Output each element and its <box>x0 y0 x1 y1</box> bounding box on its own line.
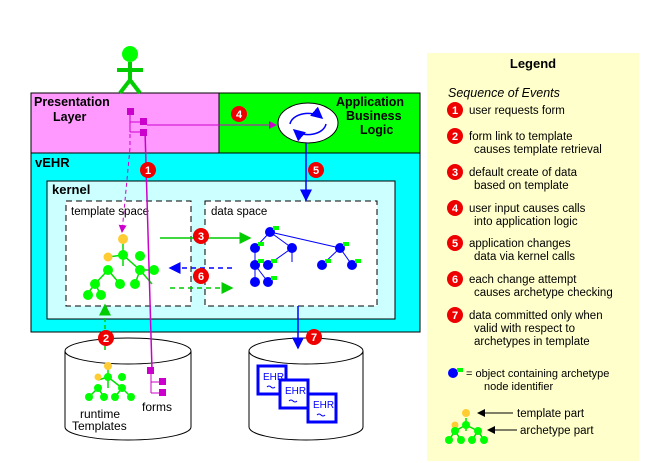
data-node <box>250 277 260 287</box>
legend-tree-icon <box>445 409 488 444</box>
step-number: 1 <box>452 105 458 117</box>
step-number: 4 <box>236 109 243 121</box>
kernel-label: kernel <box>52 182 90 197</box>
data-node <box>335 243 345 253</box>
legend-template-part: template part <box>517 408 585 420</box>
step-number: 4 <box>452 203 459 215</box>
data-space-box <box>204 200 378 307</box>
legend-events: 1 user requests form 2 form link to templat… <box>447 102 613 348</box>
data-node <box>263 277 273 287</box>
legend-step-badge-1: 1 <box>447 102 463 118</box>
data-tree <box>250 226 361 287</box>
diagram-step-badge-2: 2 <box>98 330 114 346</box>
step-number: 6 <box>452 274 458 286</box>
diagram-step-badge-1: 1 <box>140 162 156 178</box>
legend-object-icon <box>448 368 463 378</box>
stored-form-icon <box>147 367 166 396</box>
legend-step-badge-3: 3 <box>447 164 463 180</box>
data-node <box>250 243 260 253</box>
legend-step-badge-4: 4 <box>447 200 463 216</box>
logic-ellipse <box>277 102 339 144</box>
step-number: 5 <box>313 165 319 177</box>
diagram-step-badge-6: 6 <box>193 268 209 284</box>
presentation-form-icon <box>127 108 147 136</box>
step-number: 3 <box>198 231 204 243</box>
step-number: 7 <box>452 310 458 322</box>
diagram-step-badge-4: 4 <box>231 106 247 122</box>
template-tree <box>83 234 159 300</box>
vehr-label: vEHR <box>35 155 70 170</box>
data-node <box>265 227 275 237</box>
presentation-layer-box <box>30 92 220 154</box>
data-node <box>317 260 327 270</box>
legend-event-1: user requests form <box>469 105 565 117</box>
step-number: 1 <box>145 165 151 177</box>
step-number: 2 <box>103 333 109 345</box>
template-space-label: template space <box>71 206 149 218</box>
user-person-icon <box>117 46 143 95</box>
forms-label: forms <box>142 400 172 414</box>
data-node <box>287 243 297 253</box>
diagram-step-badges: 1 2 3 4 5 6 7 <box>98 106 324 346</box>
data-node <box>347 260 357 270</box>
legend-step-badge-7: 7 <box>447 307 463 323</box>
flow-form-to-template-space <box>118 147 131 233</box>
legend-step-badge-5: 5 <box>447 235 463 251</box>
step-number: 6 <box>198 271 204 283</box>
ehr-document-icon: EHR <box>306 392 338 424</box>
diagram-step-badge-7: 7 <box>306 329 322 345</box>
data-node <box>263 260 273 270</box>
legend-archetype-part: archetype part <box>520 425 594 437</box>
legend-panel <box>427 53 639 461</box>
legend-title: Legend <box>510 56 556 71</box>
runtime-template-tree <box>85 362 135 401</box>
step-number: 7 <box>311 332 317 344</box>
step-number: 5 <box>452 238 458 250</box>
diagram-step-badge-3: 3 <box>193 228 209 244</box>
data-node <box>250 260 260 270</box>
ehr-label: EHR <box>263 372 284 383</box>
diagram-step-badge-5: 5 <box>308 162 324 178</box>
step-number: 3 <box>452 167 458 179</box>
legend-step-badge-6: 6 <box>447 271 463 287</box>
ehr-document-icon: EHR <box>278 378 310 410</box>
legend-subtitle: Sequence of Events <box>448 86 560 100</box>
data-space-label: data space <box>211 206 267 218</box>
legend-step-badge-2: 2 <box>447 128 463 144</box>
step-number: 2 <box>452 131 458 143</box>
ehr-label: EHR <box>313 400 334 411</box>
ehr-label: EHR <box>285 386 306 397</box>
